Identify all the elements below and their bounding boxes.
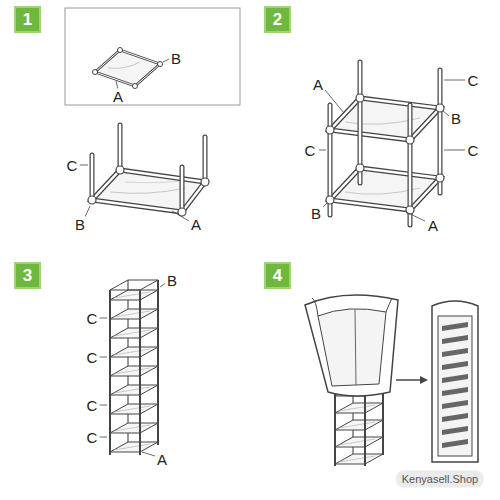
part-letter: B: [165, 273, 179, 288]
part-letter: C: [303, 143, 318, 158]
step-number-box: 2: [264, 6, 291, 33]
part-letter: A: [189, 217, 203, 232]
part-letter: C: [65, 158, 80, 173]
step-number-box: 3: [14, 262, 41, 289]
part-letter: C: [85, 350, 100, 365]
part-letter: A: [111, 89, 125, 104]
part-letter: A: [311, 77, 325, 92]
part-letter: C: [466, 73, 481, 88]
part-letter: B: [73, 217, 87, 232]
part-letter: C: [466, 143, 481, 158]
part-letter: A: [426, 218, 440, 233]
step-number-box: 4: [264, 262, 291, 289]
step-number: 4: [273, 267, 282, 284]
step-number-box: 1: [14, 6, 41, 33]
part-letter: A: [155, 452, 169, 467]
step-number: 1: [23, 11, 32, 28]
step-number: 2: [273, 11, 282, 28]
part-letter: B: [169, 51, 183, 66]
part-letter: C: [85, 311, 100, 326]
part-letter: C: [85, 398, 100, 413]
part-letter: B: [449, 111, 463, 126]
part-letter: B: [309, 206, 323, 221]
watermark: Kenyasell.Shop: [396, 471, 484, 488]
part-letter: C: [85, 430, 100, 445]
step-number: 3: [23, 267, 32, 284]
